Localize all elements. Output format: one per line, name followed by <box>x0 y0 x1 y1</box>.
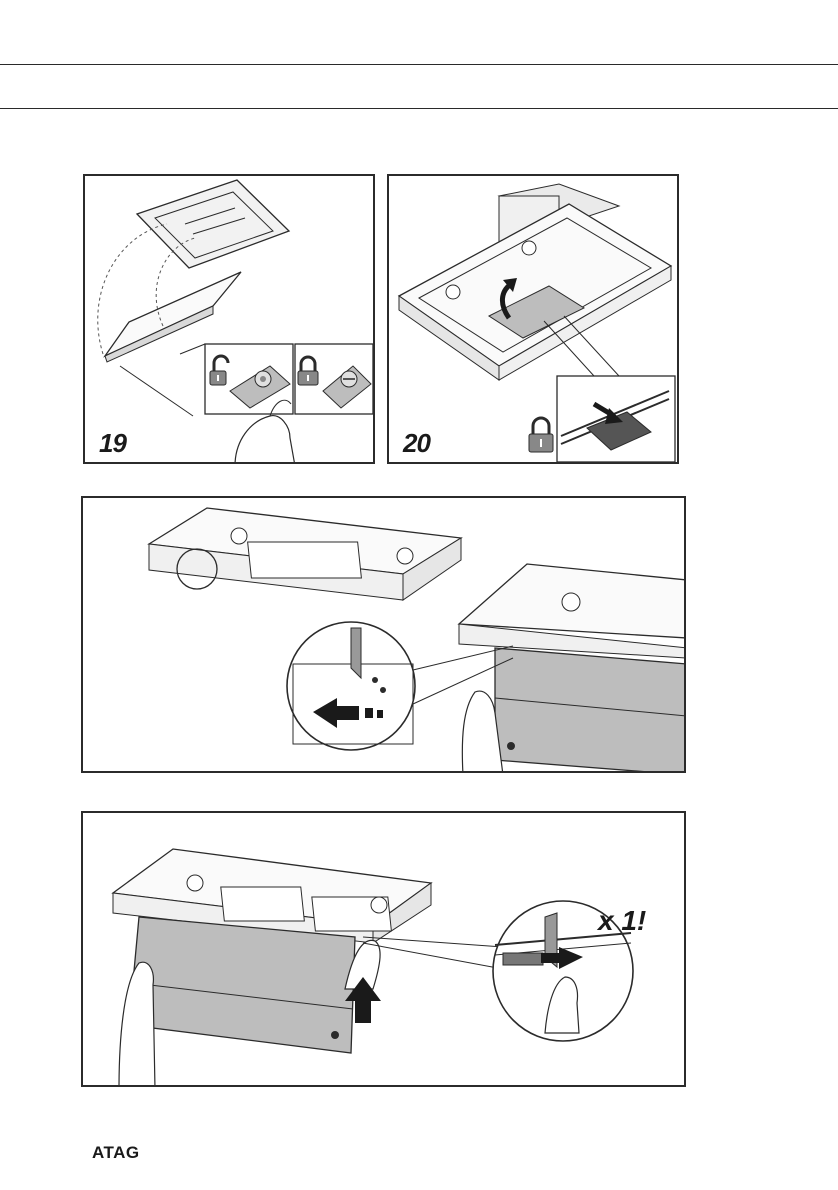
step-number-20: 20 <box>403 428 430 459</box>
second-header-rule <box>0 108 838 109</box>
hinge-engage-illustration <box>81 496 686 773</box>
step-number-19: 19 <box>99 428 126 459</box>
atag-brand-logo: ATAG <box>92 1143 140 1163</box>
top-header-rule <box>0 64 838 65</box>
repeat-once-label: x 1! <box>598 905 646 937</box>
filter-lift-illustration: x 1! <box>81 811 686 1087</box>
step-19-illustration: 19 <box>83 174 375 464</box>
step-20-illustration: 20 <box>387 174 679 464</box>
locked-padlock-icon <box>529 418 553 452</box>
